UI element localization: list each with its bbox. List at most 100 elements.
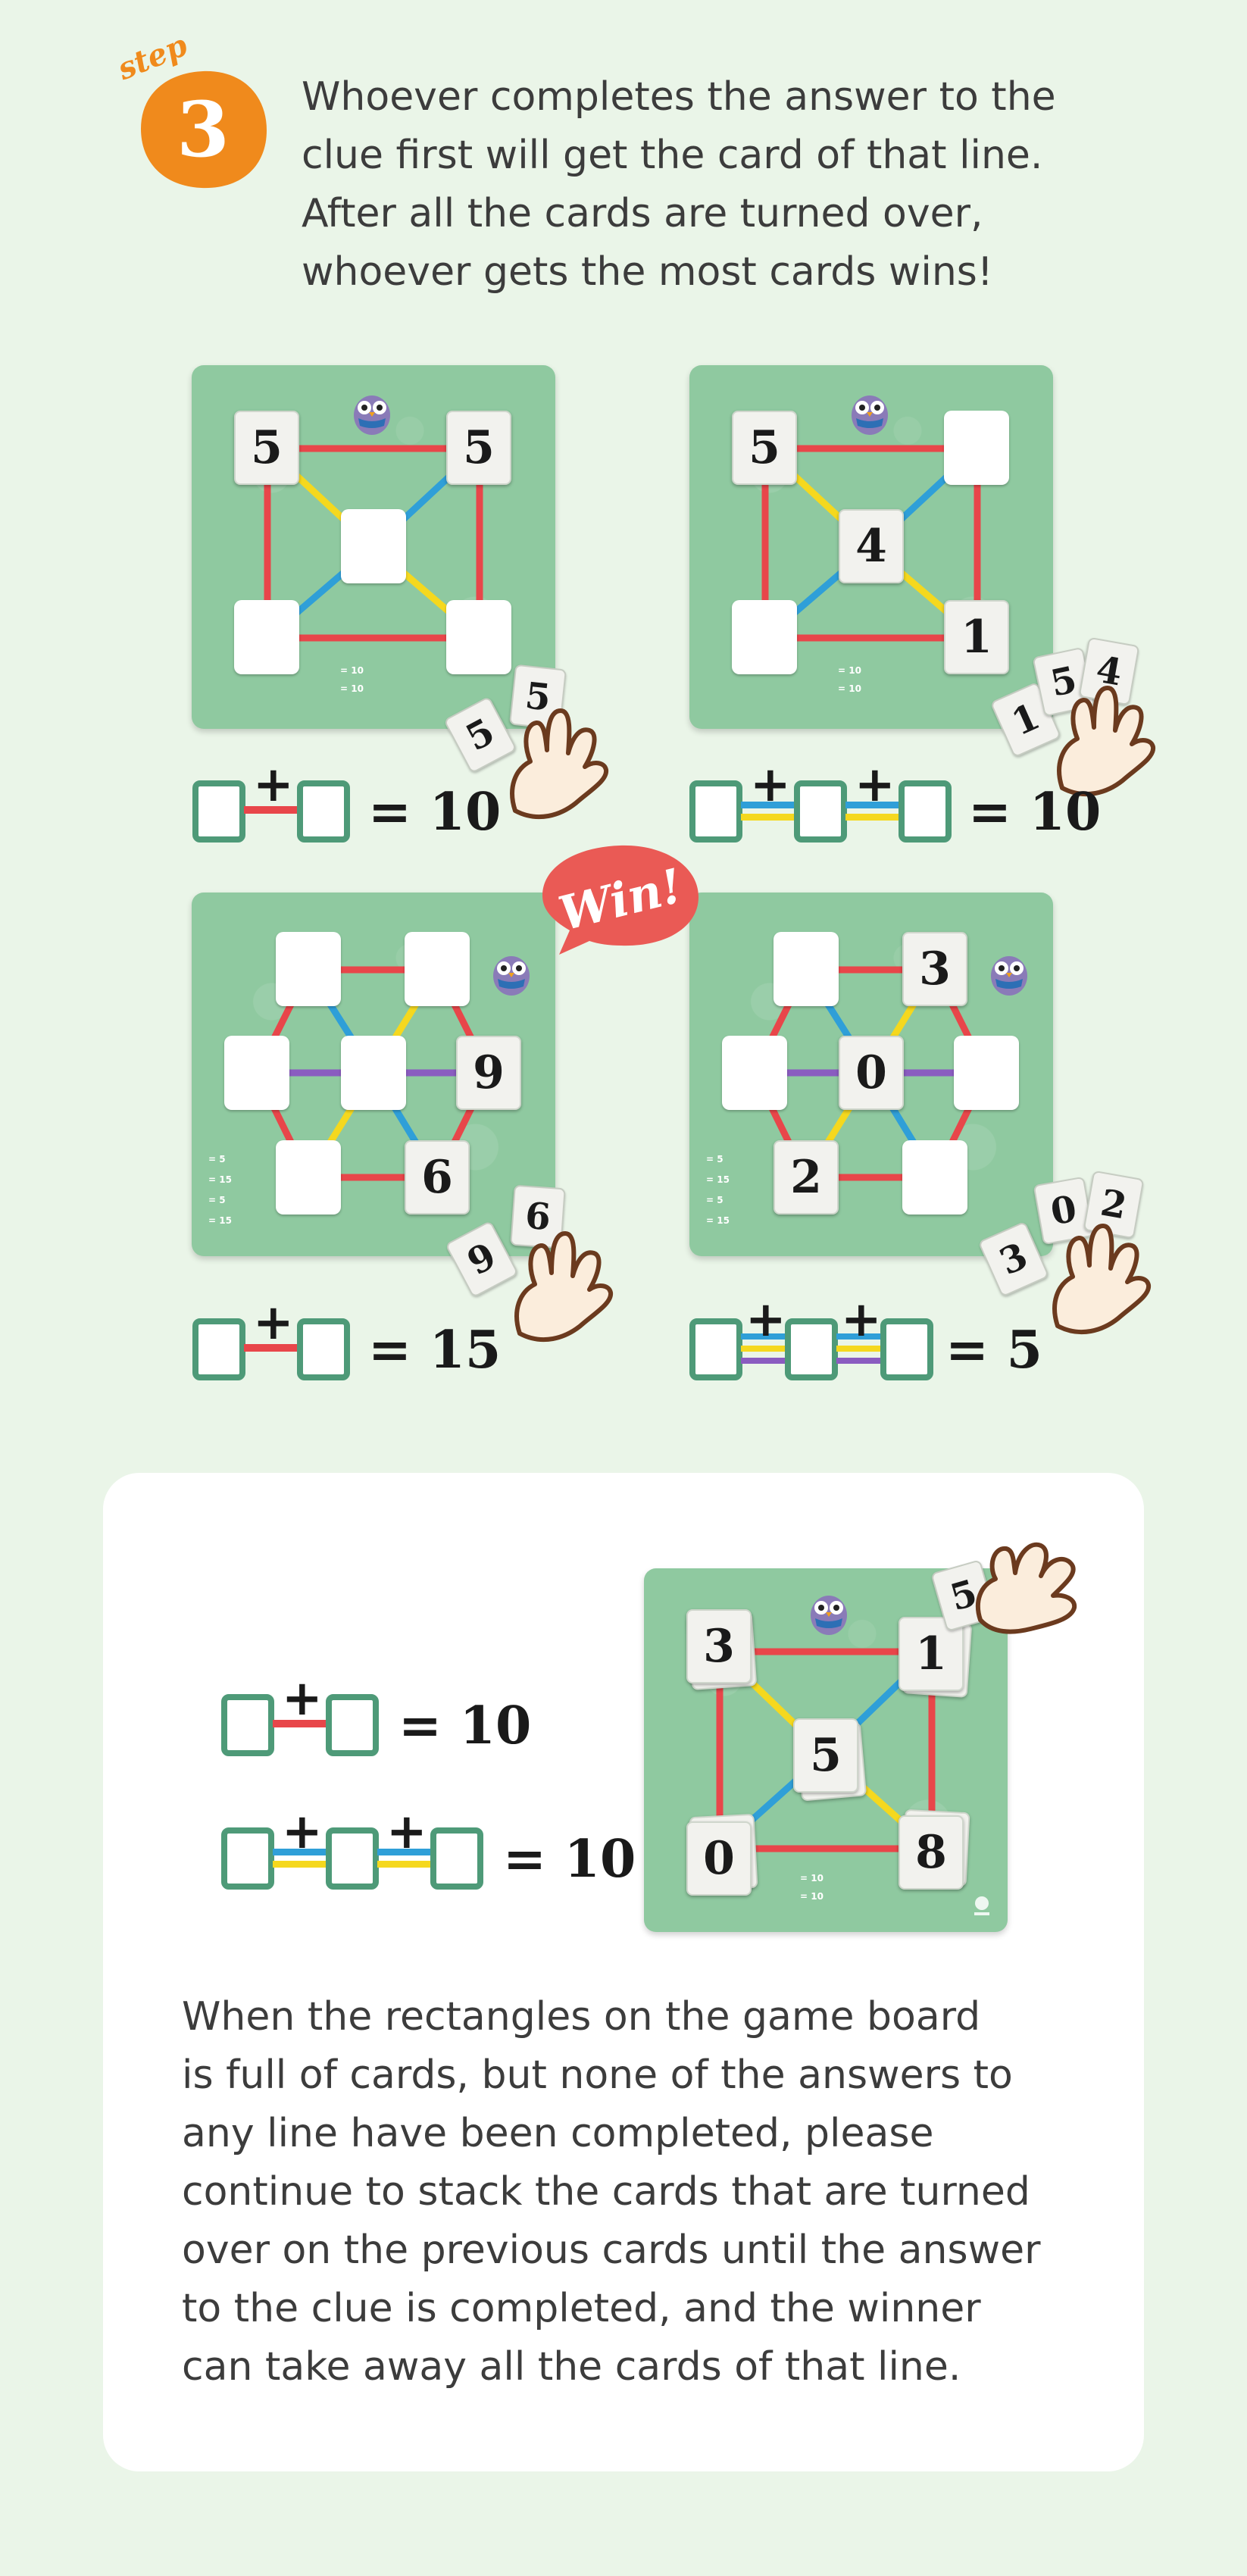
- answer-box: [880, 1318, 933, 1380]
- yellow-connector: [741, 1346, 786, 1352]
- plus-icon: +: [841, 1292, 882, 1348]
- empty-slot[interactable]: [276, 932, 341, 1006]
- win-bubble-shape: [542, 845, 699, 955]
- outro-text: When the rectangles on the game board is…: [182, 1988, 1121, 2396]
- empty-slot[interactable]: [954, 1036, 1019, 1110]
- intro-line: clue first will get the card of that lin…: [302, 133, 1043, 178]
- number-card[interactable]: 3: [902, 932, 967, 1006]
- intro-text: Whoever completes the answer to the clue…: [302, 68, 1165, 302]
- number-card[interactable]: 9: [456, 1036, 521, 1110]
- player-hand-5: 5: [930, 1515, 1097, 1667]
- empty-slot[interactable]: [446, 600, 511, 674]
- empty-slot[interactable]: [722, 1036, 787, 1110]
- mini-clue: = 10: [340, 683, 364, 694]
- empty-slot[interactable]: [774, 932, 839, 1006]
- blue-connector: [741, 1333, 786, 1340]
- purple-connector: [741, 1358, 786, 1364]
- plus-icon: +: [750, 757, 791, 813]
- owl-mascot-icon: [493, 956, 530, 996]
- hand-icon: [510, 708, 609, 819]
- number-card[interactable]: 8: [899, 1815, 964, 1890]
- blue-connector: [845, 802, 900, 808]
- outro-line: to the clue is completed, and the winner: [182, 2286, 981, 2331]
- owl-mascot-icon: [852, 395, 888, 435]
- mini-clue: = 5: [208, 1154, 226, 1165]
- number-card[interactable]: 6: [405, 1140, 470, 1215]
- plus-icon: +: [855, 757, 895, 813]
- mini-clue: = 5: [706, 1154, 724, 1165]
- answer-box: [297, 1318, 350, 1380]
- outro-line: When the rectangles on the game board: [182, 1994, 981, 2040]
- clue-result: = 5: [945, 1320, 1042, 1380]
- number-card[interactable]: 4: [839, 509, 904, 583]
- yellow-connector: [836, 1346, 882, 1352]
- answer-box: [689, 1318, 742, 1380]
- answer-box: [785, 1318, 838, 1380]
- number-card[interactable]: 5: [446, 411, 511, 485]
- number-card[interactable]: 3: [686, 1609, 752, 1683]
- hand-icon: [1057, 686, 1156, 796]
- mini-clue: = 10: [800, 1891, 824, 1902]
- number-card[interactable]: 5: [793, 1718, 858, 1793]
- clue-equation-b: + + = 10: [689, 761, 1114, 849]
- game-board-3: 9 6 = 5 = 15 = 5 = 15: [192, 893, 555, 1256]
- yellow-connector: [273, 1861, 327, 1868]
- clue-result: = 10: [503, 1829, 636, 1890]
- clue-equation-a: + = 10: [192, 761, 501, 849]
- plus-icon: +: [253, 1295, 294, 1351]
- blue-connector: [741, 802, 795, 808]
- clue-equation-f: + + = 10: [221, 1808, 645, 1896]
- intro-line: After all the cards are turned over,: [302, 191, 983, 236]
- empty-slot[interactable]: [405, 932, 470, 1006]
- empty-slot[interactable]: [944, 411, 1009, 485]
- number-card[interactable]: 1: [944, 600, 1009, 674]
- empty-slot[interactable]: [732, 600, 797, 674]
- number-card[interactable]: 5: [732, 411, 797, 485]
- empty-slot[interactable]: [341, 1036, 406, 1110]
- plus-icon: +: [253, 757, 294, 813]
- intro-line: Whoever completes the answer to the: [302, 74, 1056, 120]
- player-hand-1: 5 5: [443, 664, 621, 833]
- clue-result: = 10: [368, 782, 502, 843]
- answer-box: [689, 780, 742, 843]
- clue-equation-c: + = 15: [192, 1299, 501, 1386]
- blue-connector: [273, 1849, 327, 1855]
- number-card[interactable]: 5: [234, 411, 299, 485]
- intro-line: whoever gets the most cards wins!: [302, 249, 993, 295]
- mini-clue: = 10: [838, 683, 861, 694]
- owl-mascot-icon: [354, 395, 390, 435]
- number-card[interactable]: 0: [686, 1821, 752, 1896]
- red-connector: [244, 806, 298, 814]
- step-blob-icon: [141, 70, 267, 189]
- empty-slot[interactable]: [224, 1036, 289, 1110]
- player-hand-3: 9 6: [445, 1184, 627, 1353]
- red-connector: [273, 1720, 327, 1727]
- outro-line: over on the previous cards until the ans…: [182, 2227, 1041, 2273]
- empty-slot[interactable]: [234, 600, 299, 674]
- blue-connector: [377, 1849, 432, 1855]
- clue-result: = 10: [398, 1696, 532, 1756]
- mini-clue: = 15: [208, 1215, 232, 1226]
- empty-slot[interactable]: [902, 1140, 967, 1215]
- clue-result: = 10: [968, 782, 1102, 843]
- mini-clue: = 5: [208, 1195, 226, 1205]
- empty-slot[interactable]: [276, 1140, 341, 1215]
- number-card[interactable]: 0: [839, 1036, 904, 1110]
- game-board-1: 5 5 = 10 = 10: [192, 365, 555, 729]
- mini-clue: = 10: [800, 1873, 824, 1884]
- empty-slot[interactable]: [341, 509, 406, 583]
- clue-equation-d: + + = 5: [689, 1296, 1083, 1386]
- answer-box: [326, 1694, 379, 1756]
- number-card[interactable]: 2: [774, 1140, 839, 1215]
- owl-mascot-icon: [811, 1596, 847, 1635]
- plus-icon: +: [282, 1671, 323, 1727]
- held-card: 3: [977, 1221, 1050, 1298]
- number-card[interactable]: 1: [899, 1617, 964, 1691]
- clue-equation-e: + = 10: [221, 1674, 539, 1762]
- answer-box: [326, 1827, 379, 1890]
- outro-line: is full of cards, but none of the answer…: [182, 2052, 1013, 2098]
- step-badge: 3: [136, 67, 270, 192]
- hand-icon: [975, 1542, 1077, 1634]
- mini-clue: = 5: [706, 1195, 724, 1205]
- plus-icon: +: [745, 1292, 786, 1348]
